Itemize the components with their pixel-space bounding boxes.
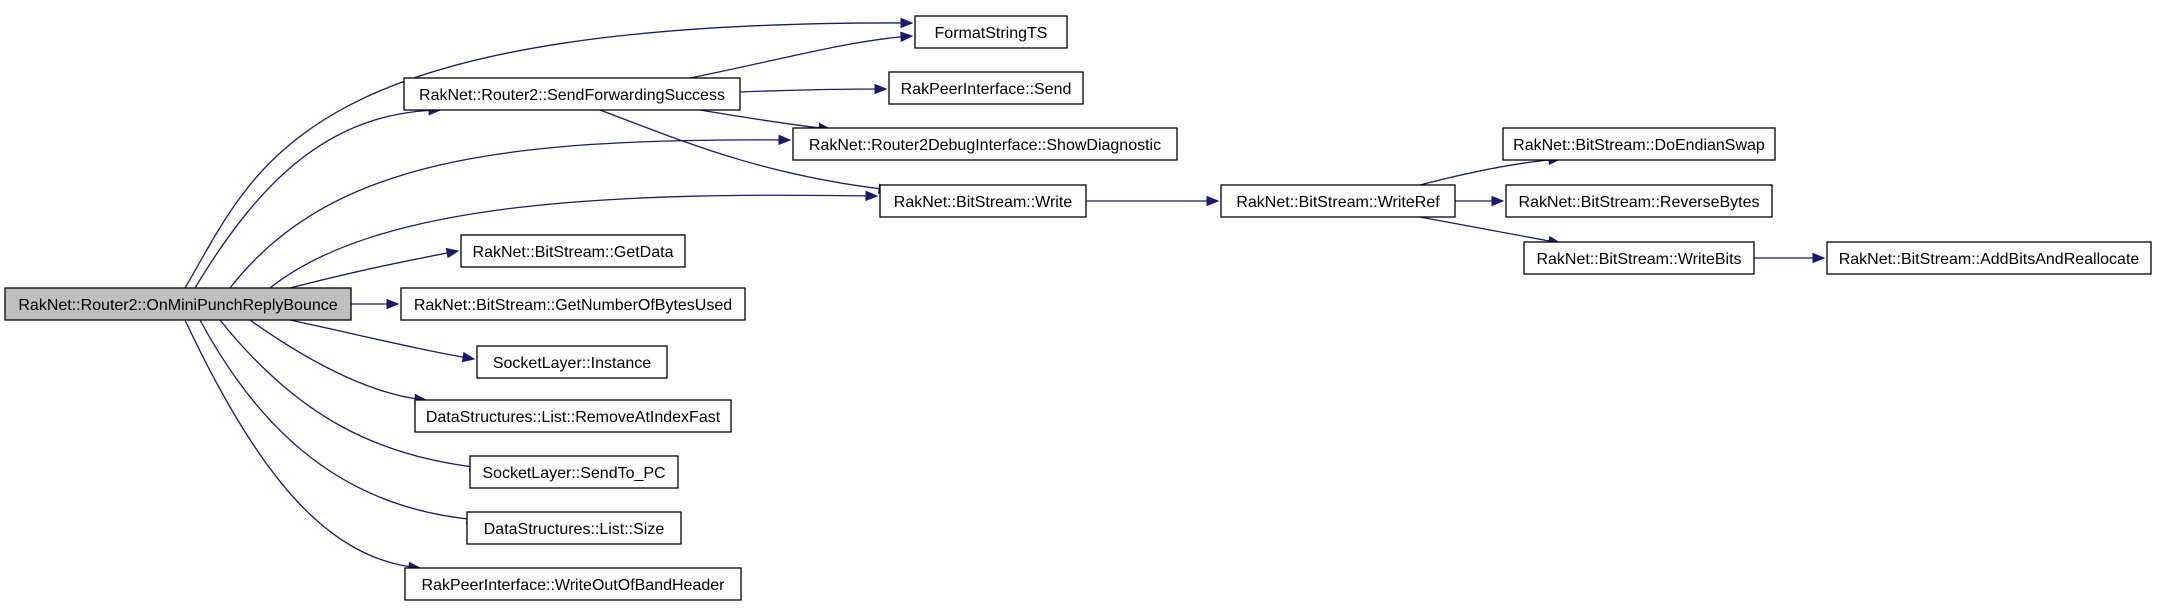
node-box-slinst[interactable] xyxy=(476,345,668,379)
edge-root-to-showdiag xyxy=(229,139,791,289)
node-root[interactable]: RakNet::Router2::OnMiniPunchReplyBounce xyxy=(4,287,352,321)
node-box-addbits[interactable] xyxy=(1826,241,2152,275)
edge-root-to-wooband xyxy=(184,319,421,569)
node-sendpc[interactable]: SocketLayer::SendTo_PC xyxy=(469,455,679,489)
edge-bswriteref-to-doendian xyxy=(1419,158,1561,186)
node-box-bswrite[interactable] xyxy=(879,184,1087,218)
node-box-rpisend[interactable] xyxy=(888,71,1084,105)
node-box-writebits[interactable] xyxy=(1523,241,1755,275)
node-label-remfast: DataStructures::List::RemoveAtIndexFast xyxy=(426,409,721,426)
node-box-bswriteref[interactable] xyxy=(1220,184,1456,218)
node-label-root: RakNet::Router2::OnMiniPunchReplyBounce xyxy=(18,297,337,314)
node-label-bswrite: RakNet::BitStream::Write xyxy=(894,194,1073,211)
node-doendian[interactable]: RakNet::BitStream::DoEndianSwap xyxy=(1502,127,1776,161)
arrowhead-root-to-fmt xyxy=(900,17,914,29)
node-showdiag[interactable]: RakNet::Router2DebugInterface::ShowDiagn… xyxy=(792,127,1178,161)
edge-sfs-to-showdiag xyxy=(699,109,831,130)
node-label-addbits: RakNet::BitStream::AddBitsAndReallocate xyxy=(1839,251,2140,268)
node-addbits[interactable]: RakNet::BitStream::AddBitsAndReallocate xyxy=(1826,241,2152,275)
node-label-slinst: SocketLayer::Instance xyxy=(493,355,651,372)
edge-root-to-bswrite xyxy=(269,194,878,289)
arrowhead-bswriteref-to-revbytes xyxy=(1491,195,1505,207)
node-label-sendpc: SocketLayer::SendTo_PC xyxy=(482,465,665,482)
node-box-root[interactable] xyxy=(4,287,352,321)
edge-root-to-sendpc xyxy=(219,319,482,469)
arrowhead-root-to-getdata xyxy=(445,247,460,259)
node-revbytes[interactable]: RakNet::BitStream::ReverseBytes xyxy=(1505,184,1773,218)
arrowhead-bswrite-to-bswriteref xyxy=(1206,195,1220,207)
node-rpisend[interactable]: RakPeerInterface::Send xyxy=(888,71,1084,105)
node-box-remfast[interactable] xyxy=(414,399,732,433)
node-writebits[interactable]: RakNet::BitStream::WriteBits xyxy=(1523,241,1755,275)
arrowhead-sfs-to-fmt xyxy=(900,31,914,42)
node-label-bswriteref: RakNet::BitStream::WriteRef xyxy=(1236,194,1440,211)
node-box-revbytes[interactable] xyxy=(1505,184,1773,218)
edge-root-to-slinst xyxy=(289,319,475,360)
edge-root-to-fmt xyxy=(184,22,913,289)
node-label-listsize: DataStructures::List::Size xyxy=(484,521,665,538)
edge-sfs-to-rpisend xyxy=(739,88,887,93)
node-label-wooband: RakPeerInterface::WriteOutOfBandHeader xyxy=(422,577,726,594)
node-label-revbytes: RakNet::BitStream::ReverseBytes xyxy=(1519,194,1760,211)
node-listsize[interactable]: DataStructures::List::Size xyxy=(466,511,682,545)
arrowhead-root-to-getnum xyxy=(386,298,400,310)
node-label-getnum: RakNet::BitStream::GetNumberOfBytesUsed xyxy=(414,297,732,314)
edge-root-to-remfast xyxy=(249,319,427,401)
node-label-sfs: RakNet::Router2::SendForwardingSuccess xyxy=(419,87,725,104)
node-box-listsize[interactable] xyxy=(466,511,682,545)
node-box-showdiag[interactable] xyxy=(792,127,1178,161)
arrowhead-writebits-to-addbits xyxy=(1812,252,1826,264)
arrowhead-root-to-bswrite xyxy=(865,190,879,202)
call-edges xyxy=(184,17,1826,573)
node-label-showdiag: RakNet::Router2DebugInterface::ShowDiagn… xyxy=(809,137,1161,154)
edge-root-to-getdata xyxy=(289,250,459,289)
arrowhead-root-to-slinst xyxy=(461,351,476,363)
call-nodes: RakNet::Router2::OnMiniPunchReplyBounce F… xyxy=(4,15,2152,601)
node-box-getnum[interactable] xyxy=(400,287,746,321)
node-label-fmt: FormatStringTS xyxy=(935,25,1048,42)
node-label-rpisend: RakPeerInterface::Send xyxy=(901,81,1072,98)
node-remfast[interactable]: DataStructures::List::RemoveAtIndexFast xyxy=(414,399,732,433)
node-label-getdata: RakNet::BitStream::GetData xyxy=(473,244,674,261)
node-box-sfs[interactable] xyxy=(403,77,741,111)
node-box-doendian[interactable] xyxy=(1502,127,1776,161)
node-label-doendian: RakNet::BitStream::DoEndianSwap xyxy=(1513,137,1765,154)
node-sfs[interactable]: RakNet::Router2::SendForwardingSuccess xyxy=(403,77,741,111)
node-wooband[interactable]: RakPeerInterface::WriteOutOfBandHeader xyxy=(404,567,742,601)
arrowhead-sfs-to-rpisend xyxy=(874,83,888,95)
node-box-sendpc[interactable] xyxy=(469,455,679,489)
node-label-writebits: RakNet::BitStream::WriteBits xyxy=(1536,251,1741,268)
arrowhead-root-to-showdiag xyxy=(778,134,792,146)
edge-bswriteref-to-writebits xyxy=(1419,216,1561,244)
node-bswriteref[interactable]: RakNet::BitStream::WriteRef xyxy=(1220,184,1456,218)
node-getdata[interactable]: RakNet::BitStream::GetData xyxy=(460,234,686,268)
edge-sfs-to-fmt xyxy=(689,35,913,79)
node-box-wooband[interactable] xyxy=(404,567,742,601)
node-box-getdata[interactable] xyxy=(460,234,686,268)
node-fmt[interactable]: FormatStringTS xyxy=(914,15,1068,49)
node-bswrite[interactable]: RakNet::BitStream::Write xyxy=(879,184,1087,218)
node-getnum[interactable]: RakNet::BitStream::GetNumberOfBytesUsed xyxy=(400,287,746,321)
edge-sfs-to-bswrite xyxy=(599,109,891,191)
edge-root-to-listsize xyxy=(199,319,479,521)
node-box-fmt[interactable] xyxy=(914,15,1068,49)
edge-root-to-sfs xyxy=(194,109,441,289)
node-slinst[interactable]: SocketLayer::Instance xyxy=(476,345,668,379)
